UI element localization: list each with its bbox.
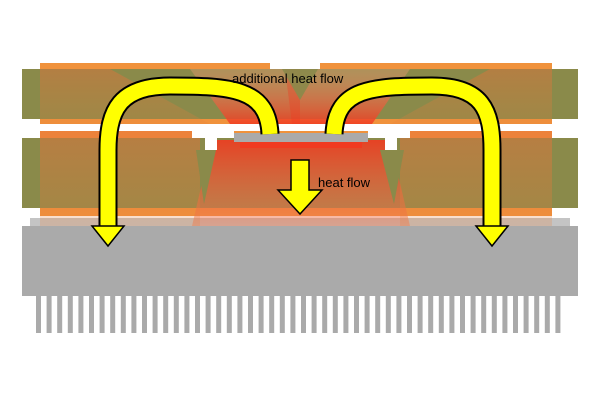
heatsink-fin [120,294,126,333]
heatsink-fin [385,294,391,333]
heatsink-fin [152,294,158,333]
heatsink-fin [216,294,222,333]
heatsink-fin [46,294,52,333]
heatsink-fin [343,294,349,333]
heatsink-fin [67,294,73,333]
heatsink-fin [195,294,200,333]
component-die [234,133,368,142]
arrow-left-head [90,225,126,248]
heatsink-fin [311,294,317,333]
heatsink-fin [491,294,497,333]
heatsink-fin [99,294,105,333]
heatsink-fin [279,294,285,333]
component-pad-right [368,130,410,138]
heatsink-fin [269,294,275,333]
component-hot-zone [240,142,362,148]
heatsink-fin [36,294,41,333]
component-pad-right-edge [385,138,397,150]
dielectric-wedge-top [282,69,318,100]
heatsink-fin [57,294,63,333]
top-copper-left [40,63,270,69]
arrow-right-curve-fill [326,78,500,228]
arrow-right-head [474,225,510,248]
heatsink-fin [173,294,179,333]
heatsink-fin [322,294,328,333]
additional-heat-flow-label: additional heat flow [232,71,344,86]
heat-flow-label: heat flow [318,175,371,190]
heatsink-fin [544,294,550,333]
heatsink-fin [89,294,94,333]
heatsink-fin [354,294,359,333]
heatsink-fin [438,294,444,333]
heatsink-fin [481,294,487,333]
heatsink-fin [332,294,338,333]
heatsink-fin [290,294,296,333]
heatsink-fin [460,294,465,333]
heatsink-fin [205,294,211,333]
component-pad-left [192,130,234,138]
component-package [192,130,410,150]
heatsink-fin [470,294,476,333]
heatsink-fin [184,294,190,333]
heatsink-fin [396,294,402,333]
heatsink-fin [258,294,264,333]
heatsink-fin [502,294,508,333]
heatsink-fin [142,294,147,333]
heatsink-fin [513,294,518,333]
heatsink-fin [534,294,540,333]
heatsink-fin [364,294,370,333]
heatsink-fins [36,294,561,333]
heatsink-fin [131,294,137,333]
heatsink-fin [375,294,381,333]
heat-flow-down-arrow [276,159,324,216]
heatsink-fin [407,294,412,333]
heat-spread-mid-left [40,131,200,226]
heatsink-fin [237,294,243,333]
heatsink-fin [523,294,529,333]
heatsink-fin [226,294,232,333]
heatsink-fin [449,294,455,333]
heatsink-fin [555,294,561,333]
component-pad-left-edge [205,138,217,150]
arrow-left-curve-fill [100,78,278,228]
dielectric-wedge-left [196,150,216,204]
heatsink-fin [248,294,253,333]
heatsink-fin [110,294,116,333]
heatsink-fin [428,294,434,333]
heat-spread-mid-right [400,131,552,226]
heatsink-fin [301,294,306,333]
heatsink-fin [163,294,169,333]
top-copper-right [320,63,552,69]
heatsink-fin [417,294,423,333]
additional-heat-flow-arrows [90,76,510,248]
heatsink-fin [78,294,84,333]
dielectric-wedge-right [380,150,404,204]
